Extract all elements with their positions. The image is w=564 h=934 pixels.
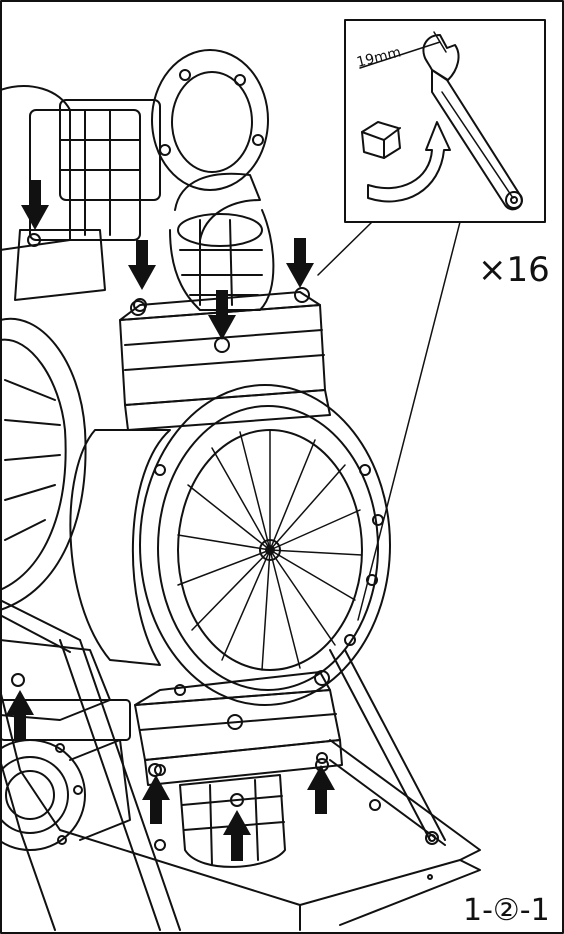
- callout-leader-lines: [317, 221, 461, 621]
- down-arrow-icon: [128, 240, 156, 290]
- bolt-head-icon: [361, 121, 401, 159]
- up-arrow-icon: [142, 775, 170, 824]
- bolt-heads: [11, 233, 329, 807]
- diaphragm-housing: [69, 384, 391, 706]
- rear-pump-body: [0, 85, 161, 741]
- top-elbow-pipe: [169, 172, 275, 311]
- up-arrow-icon: [223, 810, 251, 861]
- figure-number: 1-②-1: [463, 893, 550, 928]
- up-arrow-icon: [307, 765, 335, 814]
- down-arrow-icon: [208, 290, 236, 340]
- bolt-arrows: [6, 180, 335, 861]
- wrench-callout: 19mm: [344, 19, 546, 223]
- top-rear-flange: [151, 49, 269, 191]
- quantity-label: ×16: [478, 250, 550, 290]
- diaphragm-ribs: [177, 429, 363, 671]
- down-arrow-icon: [286, 238, 314, 288]
- down-arrow-icon: [21, 180, 49, 230]
- lower-inlet-pipe: [154, 774, 286, 868]
- left-outlet-flange: [0, 739, 131, 851]
- wrench-dimension: [359, 31, 447, 69]
- upper-manifold: [119, 287, 331, 431]
- up-arrow-icon: [6, 690, 34, 739]
- wrench-icon: [422, 34, 523, 211]
- base-stand: [0, 599, 481, 931]
- tighten-direction-arrow-icon: [367, 121, 451, 203]
- lower-manifold: [134, 670, 343, 786]
